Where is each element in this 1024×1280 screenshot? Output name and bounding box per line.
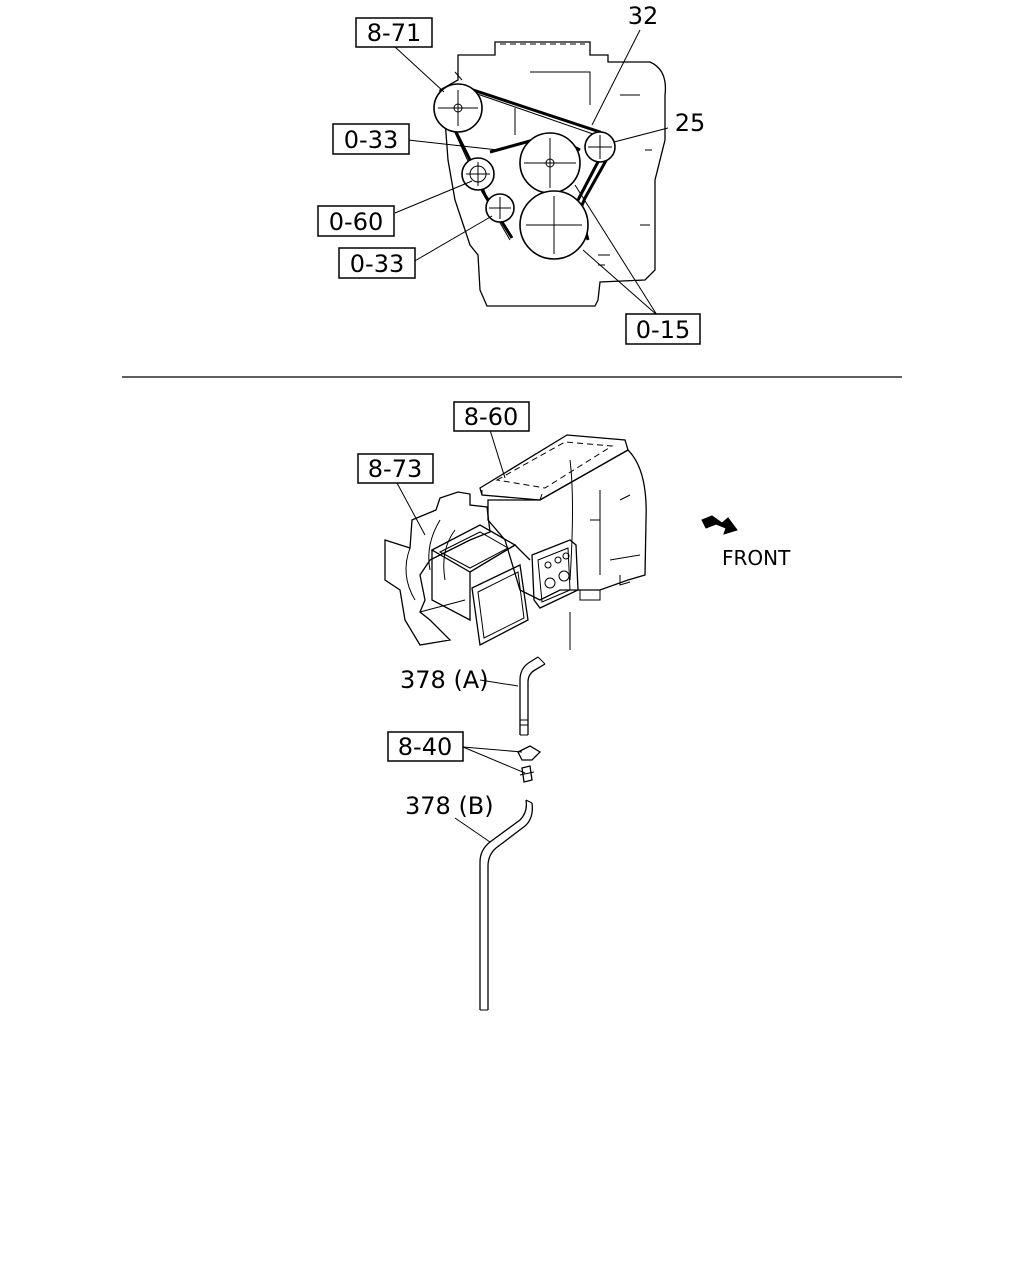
label-0-33-lower-text: 0-33	[350, 250, 404, 278]
label-8-73-text: 8-73	[368, 455, 422, 483]
drain-hose-b	[479, 799, 533, 1011]
label-8-40[interactable]: 8-40	[387, 731, 464, 762]
tensioner-pulley	[433, 83, 483, 133]
label-25[interactable]: 25	[675, 109, 706, 137]
control-panel	[531, 539, 579, 609]
label-8-60-text: 8-60	[464, 403, 518, 431]
label-0-15-text: 0-15	[636, 316, 690, 344]
front-arrow-icon	[701, 515, 738, 535]
label-0-15[interactable]: 0-15	[625, 313, 701, 345]
alternator-pulley	[461, 157, 495, 191]
label-8-71[interactable]: 8-71	[355, 17, 433, 48]
label-8-73[interactable]: 8-73	[357, 453, 434, 484]
label-0-33-lower[interactable]: 0-33	[338, 247, 416, 279]
drain-hose-a	[519, 612, 571, 736]
crank-pulley	[519, 190, 589, 260]
label-8-71-text: 8-71	[367, 19, 421, 47]
idler-pulley-upper	[584, 131, 616, 163]
label-32[interactable]: 32	[628, 2, 659, 30]
engine-block-outline	[437, 41, 667, 307]
label-0-60-text: 0-60	[329, 208, 383, 236]
clip-parts	[517, 745, 542, 783]
idler-pulley-lower	[485, 193, 515, 223]
label-0-33-upper-text: 0-33	[344, 126, 398, 154]
filter-frame	[471, 564, 529, 647]
duct-opening	[430, 524, 531, 622]
label-8-40-text: 8-40	[398, 733, 452, 761]
label-0-60[interactable]: 0-60	[317, 205, 395, 237]
label-378-a[interactable]: 378 (A)	[400, 666, 489, 694]
front-label: FRONT	[722, 546, 791, 570]
blower-section	[384, 491, 491, 646]
front-indicator: FRONT	[701, 515, 791, 570]
label-378-b[interactable]: 378 (B)	[405, 792, 494, 820]
heater-unit-diagram: FRONT	[357, 401, 791, 1011]
heater-housing	[487, 449, 647, 601]
engine-belt-diagram: 8-71 0-33 0-60 0-33 0-15 32 25	[317, 2, 706, 345]
water-pump-pulley	[519, 132, 581, 194]
label-0-33-upper[interactable]: 0-33	[332, 123, 410, 155]
label-8-60[interactable]: 8-60	[453, 401, 530, 432]
